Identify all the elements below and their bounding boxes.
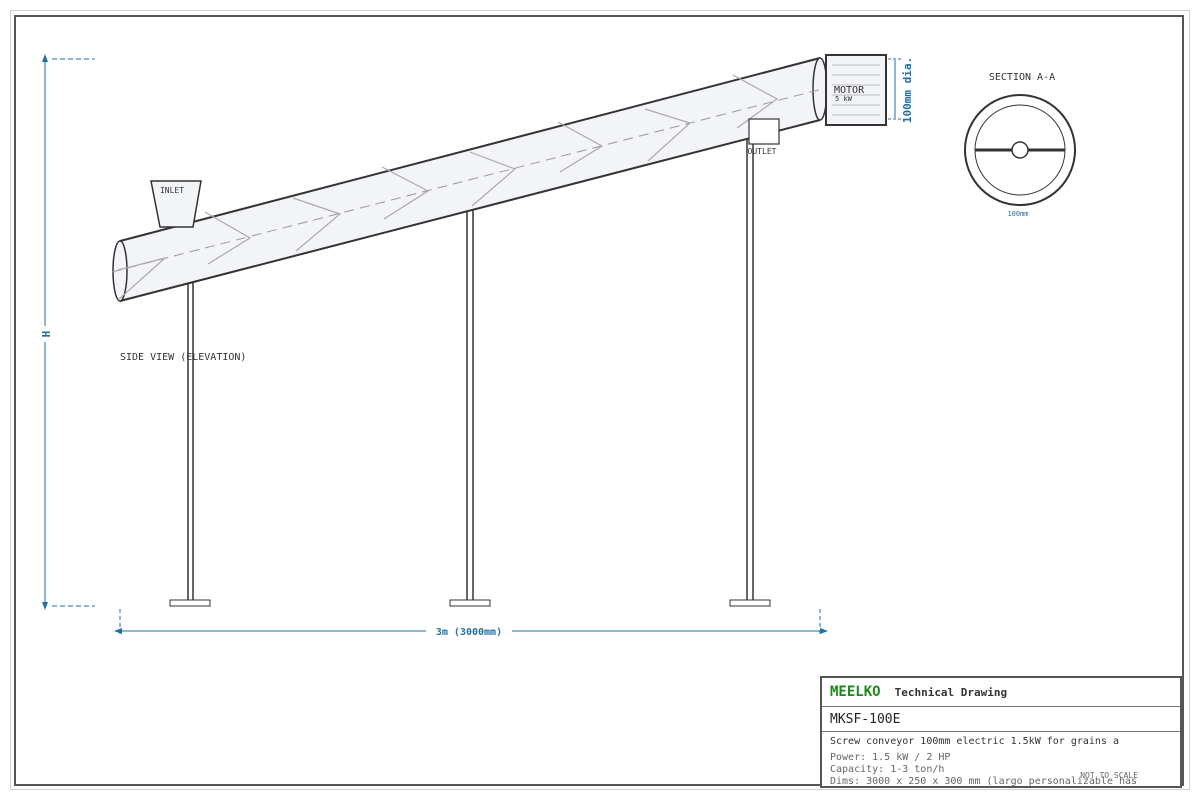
drawing-title: Technical Drawing [894, 685, 1008, 699]
support-leg-2 [449, 209, 491, 607]
diameter-dimension: 100mm dia. [888, 57, 914, 123]
diameter-dim-label: 100mm dia. [901, 57, 914, 123]
height-dimension: H [39, 54, 95, 610]
product-description: Screw conveyor 100mm electric 1.5kW for … [830, 736, 1119, 747]
title-block: MEELKO Technical Drawing MKSF-100E Screw… [820, 676, 1182, 788]
motor-housing: MOTOR 5 kW [825, 54, 887, 126]
support-leg-1 [169, 282, 211, 607]
conveyor-tube [111, 57, 828, 302]
spec-power: Power: 1.5 kW / 2 HP [830, 752, 951, 763]
inlet-label: INLET [160, 186, 184, 195]
screw-flights [117, 74, 779, 301]
spec-dimensions: Dims: 3000 x 250 x 300 mm (largo persona… [830, 776, 1138, 787]
motor-power-label: 5 kW [835, 95, 853, 103]
sheet-inner-border [14, 15, 1184, 786]
length-dimension: 3m (3000mm) [114, 609, 828, 638]
brand-name: MEELKO [830, 684, 881, 700]
model-number: MKSF-100E [822, 707, 1180, 732]
side-view-label: SIDE VIEW (ELEVATION) [120, 352, 246, 363]
sheet-outer-border [10, 10, 1190, 790]
support-leg-3 [729, 137, 771, 607]
length-dim-label: 3m (3000mm) [436, 627, 502, 638]
scale-note: NOT TO SCALE [1080, 771, 1138, 780]
spec-capacity: Capacity: 1-3 ton/h [830, 764, 945, 775]
inlet-hopper: INLET [150, 180, 202, 228]
section-label: SECTION A-A [989, 72, 1055, 83]
motor-label: MOTOR [834, 85, 865, 96]
height-dim-label: H [40, 331, 53, 338]
section-dim-label: 100mm [1007, 210, 1028, 218]
section-view: SECTION A-A 100mm [964, 72, 1076, 218]
title-block-header: MEELKO Technical Drawing [822, 678, 1180, 707]
outlet-label: OUTLET [748, 147, 777, 156]
spec-list: Power: 1.5 kW / 2 HP Capacity: 1-3 ton/h… [822, 747, 1180, 787]
outlet-box: OUTLET [748, 118, 780, 156]
